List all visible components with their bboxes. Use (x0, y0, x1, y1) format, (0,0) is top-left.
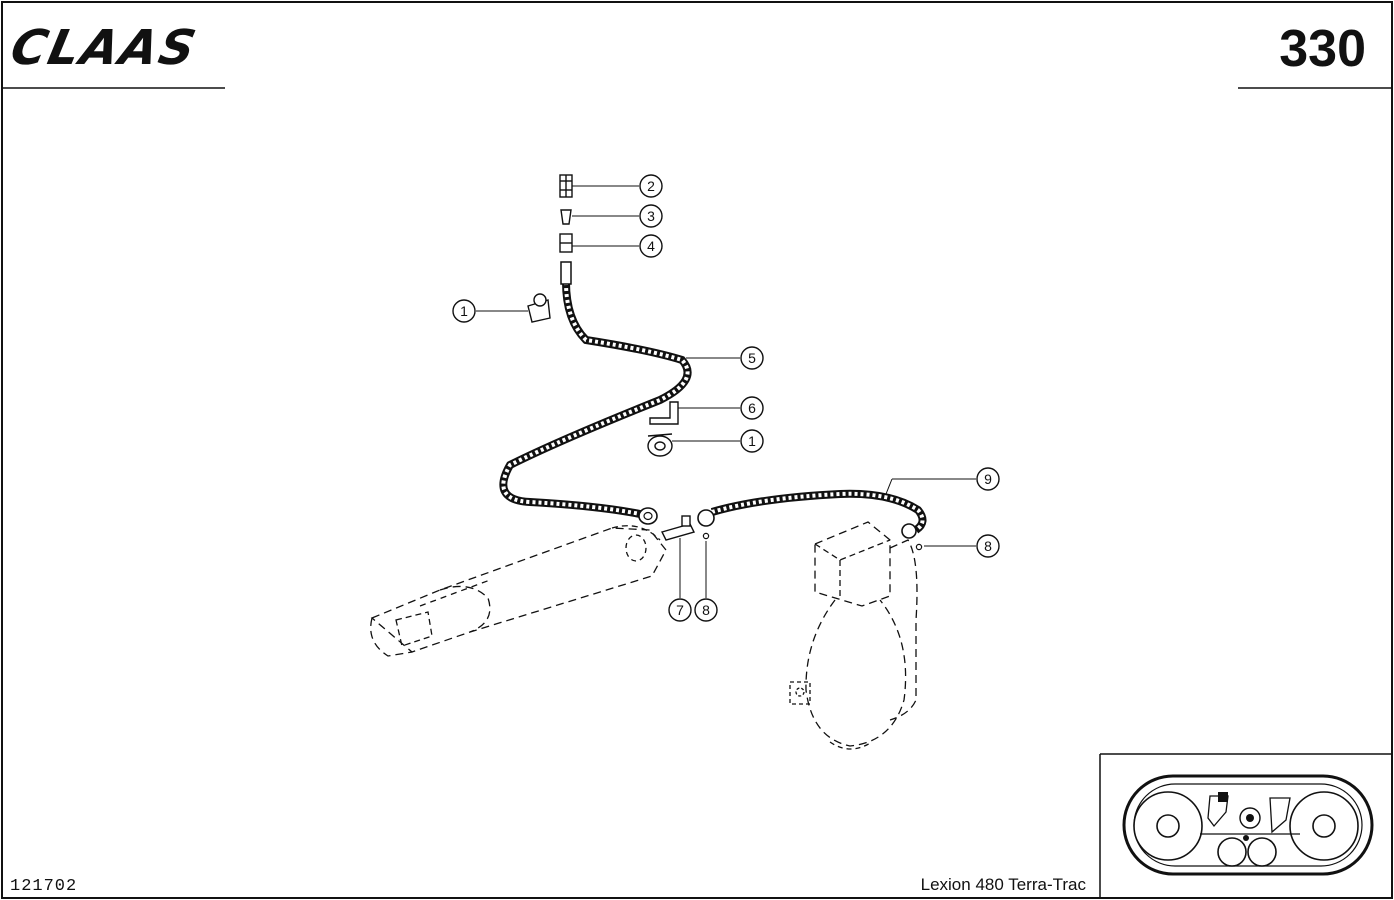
callout-8-bottom: 8 (694, 598, 718, 622)
svg-text:8: 8 (702, 602, 710, 618)
callout-2: 2 (639, 174, 663, 198)
bracket-part-6 (649, 401, 679, 425)
callout-5: 5 (740, 346, 764, 370)
accumulator-unit (789, 521, 918, 750)
svg-text:7: 7 (676, 602, 684, 618)
svg-text:9: 9 (984, 471, 992, 487)
svg-text:5: 5 (748, 350, 756, 366)
hose-5 (499, 261, 692, 525)
fitting-part-2 (559, 174, 573, 198)
brand-logo: CLAAS (6, 20, 202, 75)
leader-lines (476, 185, 976, 598)
seal-ring-part-8-left (702, 532, 710, 540)
hose-9 (697, 489, 927, 539)
svg-text:4: 4 (647, 238, 655, 254)
nipple-part-3 (560, 209, 572, 225)
svg-text:3: 3 (647, 208, 655, 224)
svg-text:6: 6 (748, 400, 756, 416)
callout-3: 3 (639, 204, 663, 228)
page-number: 330 (1279, 20, 1366, 78)
callout-6: 6 (740, 396, 764, 420)
clip-part-1-upper (527, 293, 551, 323)
model-name: Lexion 480 Terra-Trac (921, 875, 1087, 894)
svg-text:1: 1 (748, 433, 756, 449)
nut-part-4 (559, 233, 573, 253)
callout-4: 4 (639, 234, 663, 258)
terra-trac-thumbnail (1099, 753, 1392, 898)
callout-7: 7 (668, 598, 692, 622)
callout-9: 9 (976, 467, 1000, 491)
document-number: 121702 (10, 877, 77, 896)
hydraulic-cylinder (370, 525, 667, 657)
callout-1-lower: 1 (740, 429, 764, 453)
seal-ring-part-8-right (915, 543, 923, 551)
callouts: 2 3 4 1 5 6 1 9 (452, 174, 1000, 622)
tee-fitting-part-7 (660, 515, 696, 541)
svg-text:8: 8 (984, 538, 992, 554)
callout-1-upper: 1 (452, 299, 476, 323)
clamp-part-1-lower (647, 433, 673, 457)
svg-text:2: 2 (647, 178, 655, 194)
callout-8-right: 8 (976, 534, 1000, 558)
svg-text:1: 1 (460, 303, 468, 319)
